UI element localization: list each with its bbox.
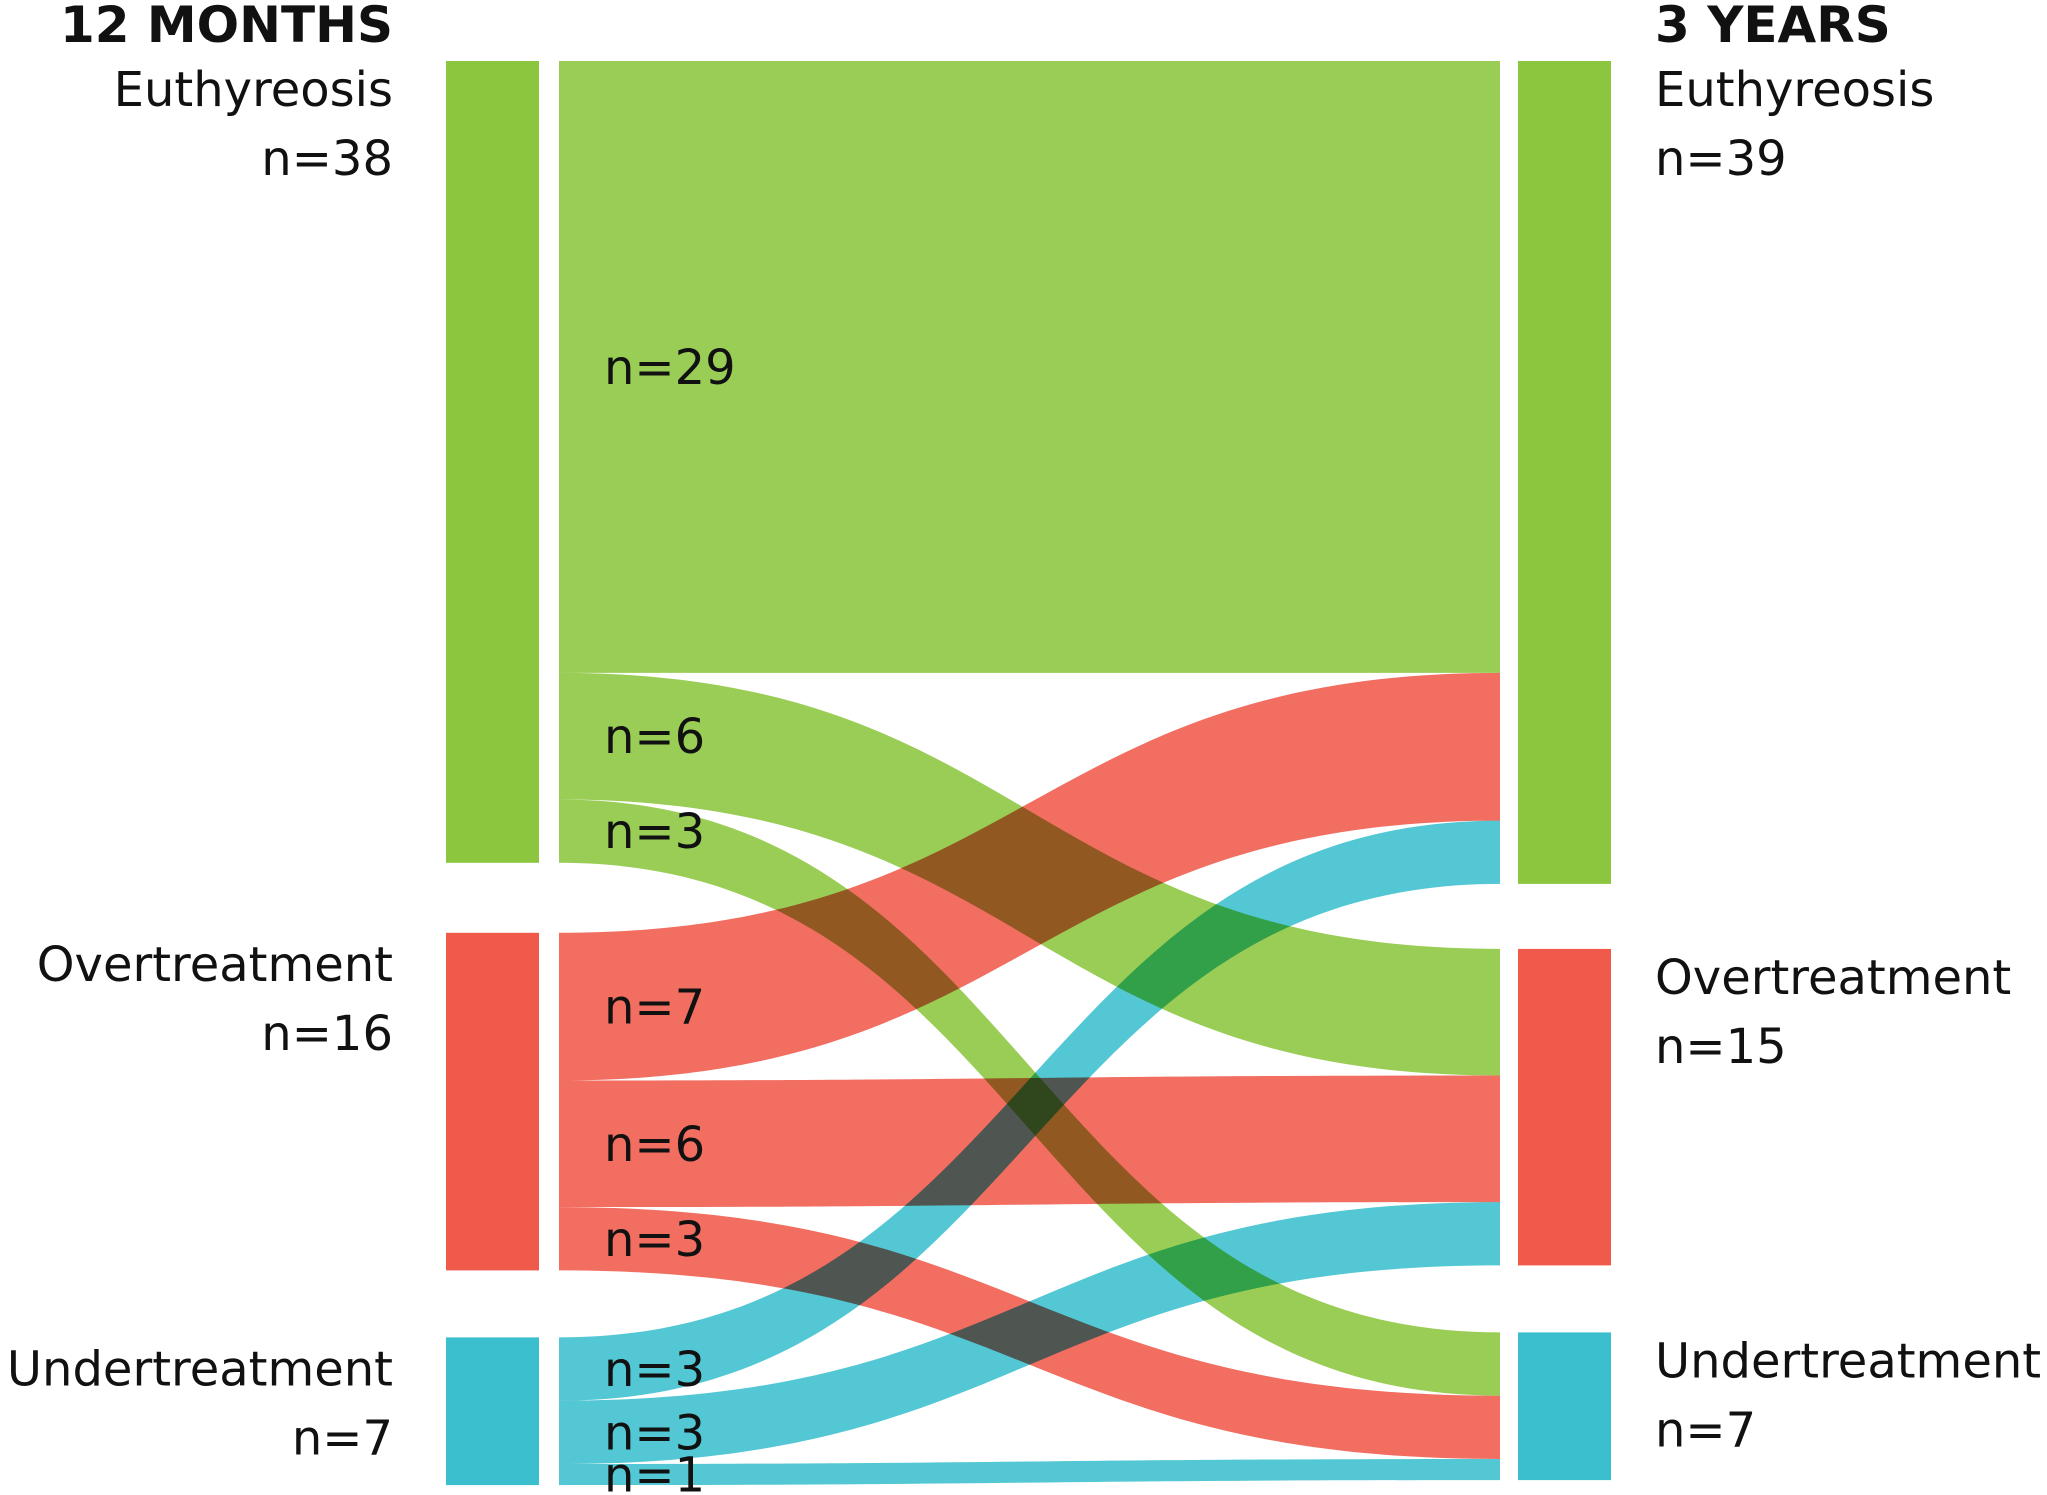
- node-right-overtreatment-count: n=15: [1655, 1019, 1787, 1075]
- node-left-undertreatment-name: Undertreatment: [7, 1341, 393, 1397]
- node-left-overtreatment-count: n=16: [261, 1006, 393, 1062]
- node-right-euthyreosis-count: n=39: [1655, 131, 1787, 187]
- flow-euthyreosis-to-euthyreosis: [559, 61, 1500, 673]
- node-right-undertreatment-name: Undertreatment: [1655, 1333, 2041, 1389]
- flow-label-overtreatment-to-overtreatment: n=6: [604, 1117, 705, 1173]
- flow-label-euthyreosis-to-overtreatment: n=6: [604, 709, 705, 765]
- node-left-undertreatment: [446, 1337, 539, 1486]
- node-right-undertreatment: [1518, 1332, 1611, 1481]
- node-right-euthyreosis: [1518, 61, 1611, 884]
- flow-label-euthyreosis-to-euthyreosis: n=29: [604, 340, 736, 396]
- node-left-euthyreosis-count: n=38: [261, 131, 393, 187]
- node-left-euthyreosis: [446, 61, 539, 863]
- flow-undertreatment-to-euthyreosis: [559, 820, 1500, 1401]
- node-left-overtreatment-name: Overtreatment: [37, 937, 393, 993]
- flow-label-overtreatment-to-undertreatment: n=3: [604, 1212, 705, 1268]
- node-right-euthyreosis-name: Euthyreosis: [1655, 62, 1934, 118]
- flow-overtreatment-to-euthyreosis: [559, 672, 1500, 1081]
- node-left-undertreatment-count: n=7: [292, 1410, 393, 1466]
- flow-label-undertreatment-to-overtreatment: n=3: [604, 1405, 705, 1461]
- node-right-overtreatment: [1518, 948, 1611, 1266]
- flow-undertreatment-to-undertreatment: [559, 1459, 1500, 1486]
- heading-12-months: 12 MONTHS: [60, 0, 393, 54]
- labels-layer: 12 MONTHS 3 YEARS n=29 n=6 n=3 n=7 n=6 n=3 n=3…: [7, 0, 2041, 1495]
- node-right-overtreatment-name: Overtreatment: [1655, 950, 2011, 1006]
- heading-3-years: 3 YEARS: [1655, 0, 1891, 54]
- flow-undertreatment-to-overtreatment: [559, 1202, 1500, 1464]
- flow-label-undertreatment-to-euthyreosis: n=3: [604, 1342, 705, 1398]
- node-right-undertreatment-count: n=7: [1655, 1402, 1756, 1458]
- node-left-euthyreosis-name: Euthyreosis: [114, 62, 393, 118]
- flow-label-euthyreosis-to-undertreatment: n=3: [604, 804, 705, 860]
- nodes-layer: [446, 61, 1611, 1486]
- flow-label-overtreatment-to-euthyreosis: n=7: [604, 980, 705, 1036]
- flows-layer: [559, 61, 1500, 1486]
- node-left-overtreatment: [446, 932, 539, 1271]
- flow-label-undertreatment-to-undertreatment: n=1: [604, 1448, 705, 1495]
